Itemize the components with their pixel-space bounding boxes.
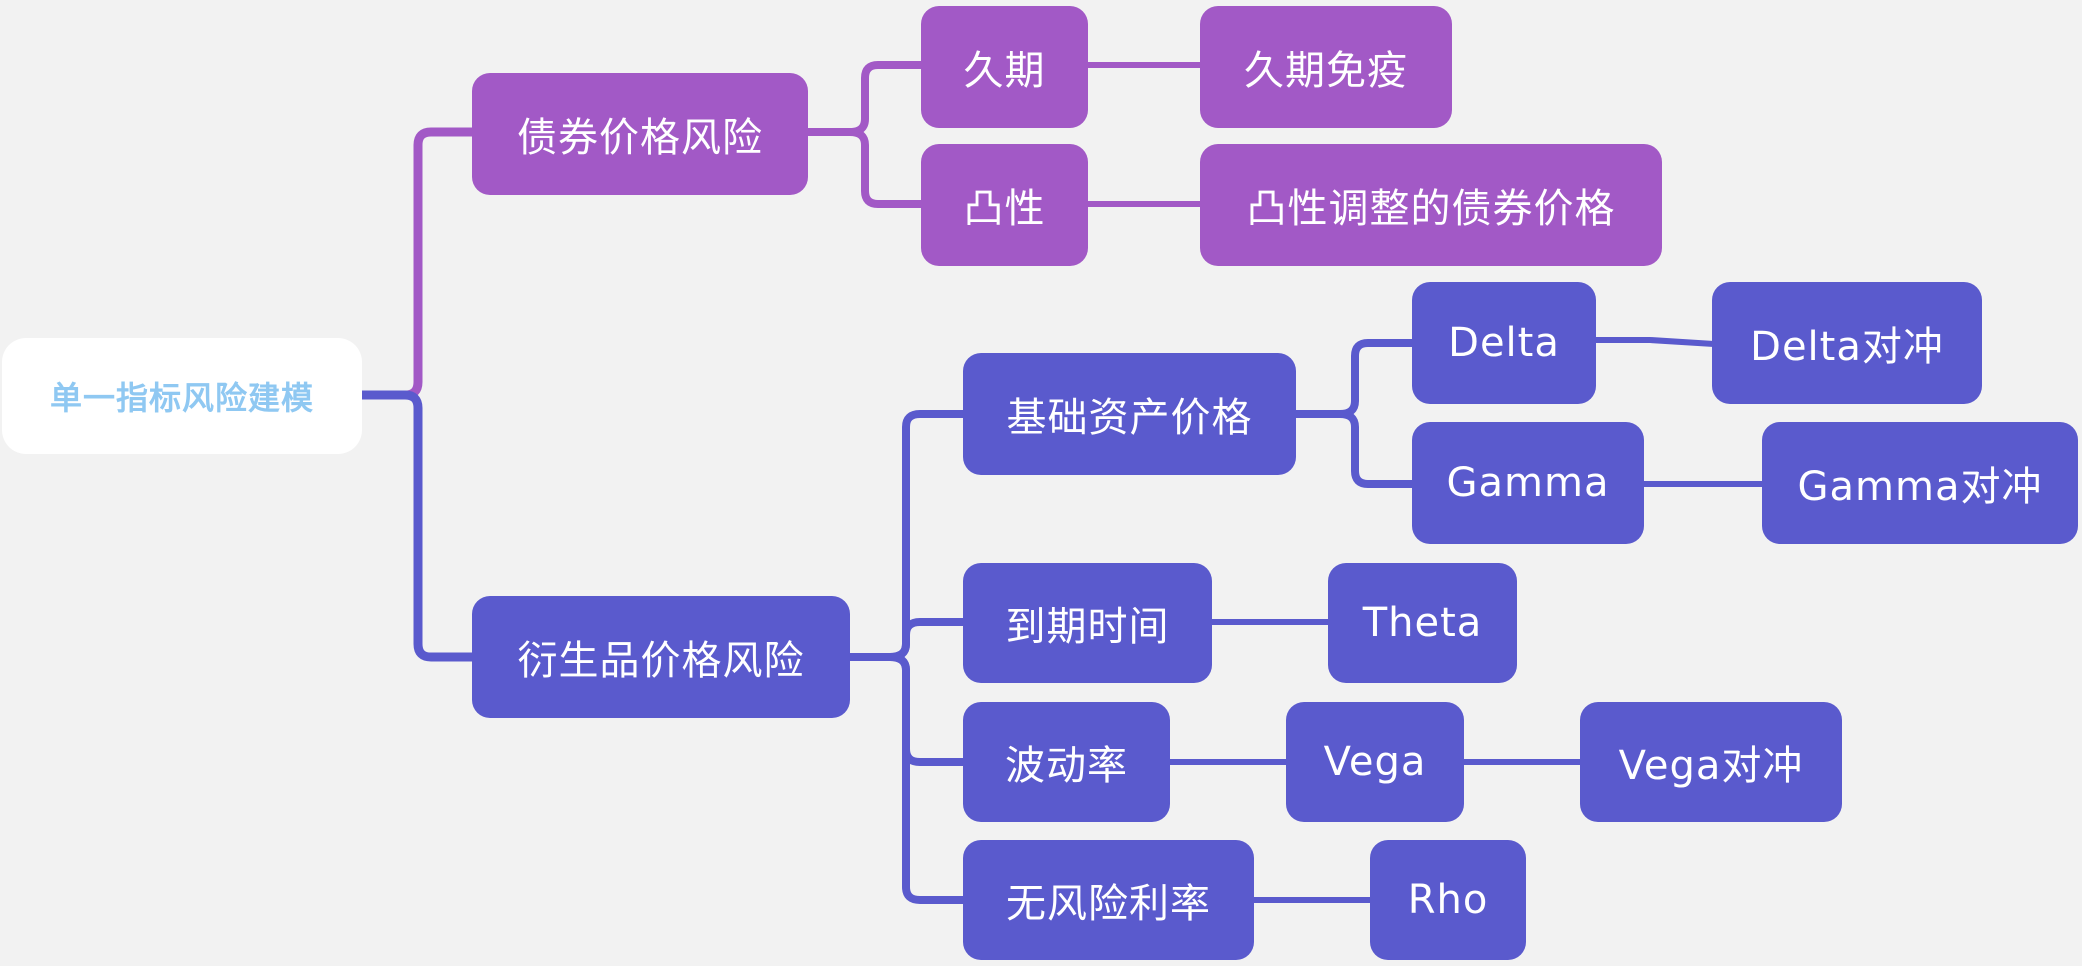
connector-bond-to-convexity <box>808 128 921 208</box>
connector-derivative-to-rate <box>850 653 963 904</box>
delta-node[interactable]: Delta <box>1412 282 1596 404</box>
connector-underlying-to-delta <box>1296 339 1412 418</box>
convexity-node[interactable]: 凸性 <box>921 144 1088 266</box>
convexity-adjusted-bond-price-node[interactable]: 凸性调整的债券价格 <box>1200 144 1662 266</box>
vega-node[interactable]: Vega <box>1286 702 1464 822</box>
rho-node[interactable]: Rho <box>1370 840 1526 960</box>
connector-underlying-to-gamma <box>1296 410 1412 488</box>
delta-hedge-node[interactable]: Delta对冲 <box>1712 282 1982 404</box>
bond-price-risk-node[interactable]: 债券价格风险 <box>472 73 808 195</box>
theta-node[interactable]: Theta <box>1328 563 1517 683</box>
volatility-node[interactable]: 波动率 <box>963 702 1170 822</box>
time-to-maturity-node[interactable]: 到期时间 <box>963 563 1212 683</box>
gamma-hedge-node[interactable]: Gamma对冲 <box>1762 422 2078 544</box>
connector-derivative-to-maturity <box>850 618 963 661</box>
root-node[interactable]: 单一指标风险建模 <box>2 338 362 454</box>
connector-delta-to-hedge <box>1596 337 1715 347</box>
risk-free-rate-node[interactable]: 无风险利率 <box>963 840 1254 960</box>
connector-bond-to-duration <box>808 61 921 136</box>
vega-hedge-node[interactable]: Vega对冲 <box>1580 702 1842 822</box>
duration-immunization-node[interactable]: 久期免疫 <box>1200 6 1452 128</box>
gamma-node[interactable]: Gamma <box>1412 422 1644 544</box>
connector-root-to-bond <box>362 127 472 400</box>
connector-root-to-derivative <box>362 390 472 662</box>
duration-node[interactable]: 久期 <box>921 6 1088 128</box>
underlying-asset-price-node[interactable]: 基础资产价格 <box>963 353 1296 475</box>
derivative-price-risk-node[interactable]: 衍生品价格风险 <box>472 596 850 718</box>
